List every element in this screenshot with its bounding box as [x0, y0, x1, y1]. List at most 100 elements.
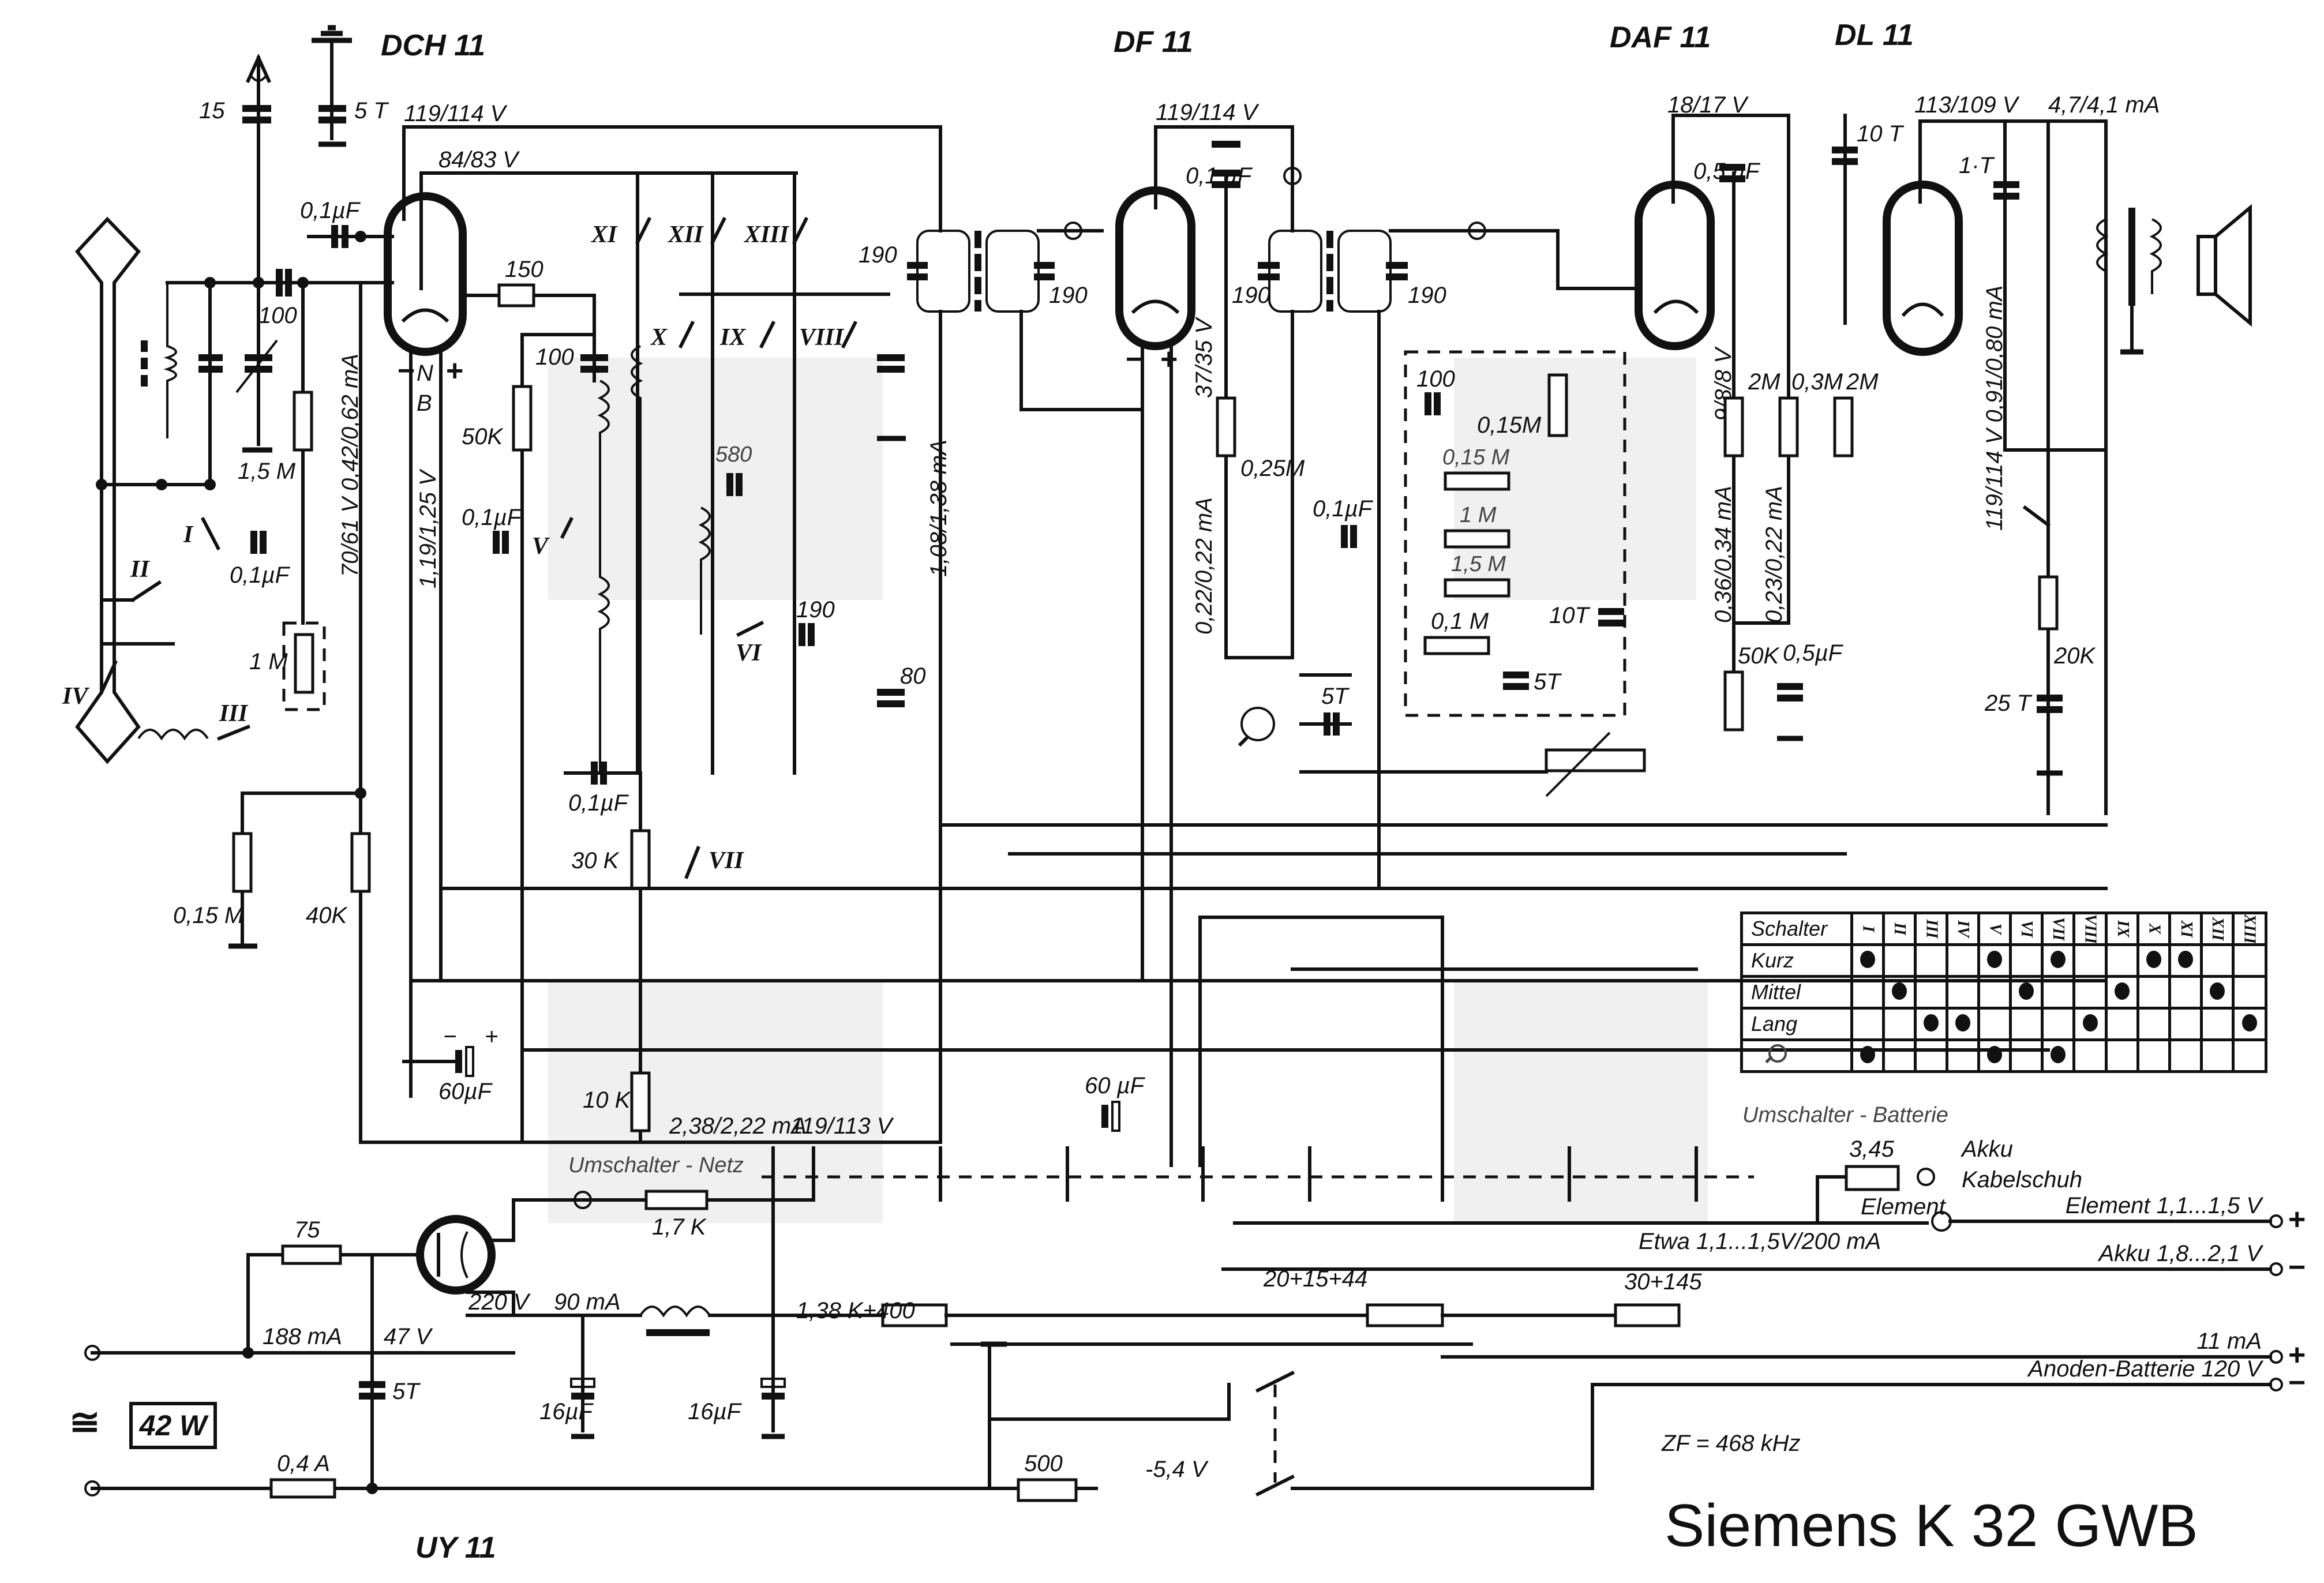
switch-cell — [2105, 975, 2140, 1010]
resistor-30-145 — [1614, 1303, 1681, 1327]
earth-cap-label: 5 T — [354, 98, 389, 123]
c-60uf-a-plus: + — [485, 1024, 498, 1049]
switch-cell — [2200, 943, 2235, 978]
switch-closed-dot — [2019, 982, 2034, 1000]
det-r01m-label: 0,1 M — [1431, 609, 1489, 634]
c-01-b-label: 0,1µF — [568, 790, 629, 816]
switch-cell — [1882, 1007, 1917, 1041]
daf-r50k-label: 50K — [1738, 643, 1780, 669]
svg-text:II: II — [130, 556, 150, 583]
battery-terminal — [2269, 1378, 2283, 1391]
svg-text:XII: XII — [667, 222, 704, 248]
switch-closed-dot — [1860, 950, 1875, 968]
volume-potentiometer — [1545, 748, 1646, 772]
switch-closed-dot — [2210, 982, 2225, 1000]
r-75-label: 75 — [294, 1217, 320, 1243]
dl-r20k-label: 20K — [2053, 643, 2096, 669]
antenna-cap-label: 15 — [199, 98, 225, 123]
switch-closed-dot — [2242, 1014, 2258, 1031]
switch-cell — [1850, 975, 1885, 1010]
pickup-input — [1238, 673, 1548, 774]
df-anode-voltage: 119/114 V — [1156, 100, 1260, 125]
terminal-polarity: − — [2288, 1366, 2305, 1400]
if2-cap2-label: 190 — [1408, 283, 1446, 308]
switch-cell — [1946, 1038, 1980, 1073]
switch-cell — [2232, 1007, 2267, 1041]
r-150-label: 150 — [505, 257, 543, 282]
det-r15m-label: 1,5 M — [1451, 552, 1506, 576]
switch-cell — [1850, 1038, 1885, 1073]
switch-XIII: XIII — [743, 171, 809, 775]
switch-VII: VII — [684, 846, 744, 879]
output-transformer — [2096, 208, 2162, 355]
switch-cell — [2072, 1038, 2108, 1073]
det-c01-label: 0,1µF — [1313, 496, 1374, 522]
switch-column-VII: VII — [2041, 911, 2075, 946]
switch-row-label: Mittel — [1740, 975, 1853, 1010]
resistor-det-1-5m — [1444, 578, 1510, 598]
df-plus: + — [1160, 343, 1177, 376]
switch-cell — [2009, 1007, 2044, 1041]
switch-cell — [1977, 1007, 2012, 1041]
svg-text:I: I — [183, 522, 194, 548]
c-5t-mains-label: 5T — [392, 1379, 421, 1404]
terminal-label: 11 mA — [2196, 1329, 2262, 1354]
switch-closed-dot — [2146, 950, 2162, 968]
fuse — [269, 1478, 336, 1499]
df-current: 0,22/0,22 mA — [1191, 497, 1217, 635]
r-0-25m-label: 0,25M — [1240, 456, 1305, 481]
dch-grid-current: 70/61 V 0,42/0,62 mA — [338, 354, 363, 577]
element-label: Element — [1861, 1194, 1947, 1220]
tube-df11 — [1115, 186, 1195, 350]
dch-anode-voltage: 119/114 V — [404, 101, 508, 126]
resistor-30k — [630, 829, 651, 890]
on-off-switch — [988, 1370, 1594, 1497]
switch-closed-dot — [2115, 982, 2130, 1000]
det-r015m-b-label: 0,15 M — [1442, 445, 1510, 470]
resistor-20-15-44 — [1366, 1303, 1444, 1327]
mains-current-label: 188 mA — [263, 1324, 342, 1349]
switch-III: III — [137, 700, 250, 741]
if-transformer-1 — [907, 125, 1055, 313]
dl-c10t-label: 10 T — [1857, 121, 1905, 147]
switch-cell — [2168, 1007, 2203, 1041]
resistor-10k — [630, 1071, 651, 1132]
r-1-38k-label: 1,38 K+400 — [796, 1298, 915, 1323]
rect-current-label: 90 mA — [554, 1289, 621, 1315]
switch-closed-dot — [1860, 1045, 1875, 1063]
dl-anode-voltage: 113/109 V — [1914, 92, 2020, 118]
switch-cell — [2009, 1038, 2044, 1073]
c-osc-100-label: 100 — [535, 344, 574, 370]
terminal-polarity: + — [2288, 1338, 2305, 1372]
battery-terminal — [2269, 1214, 2283, 1228]
watermark — [548, 358, 1708, 1223]
switch-II: II — [100, 556, 162, 603]
switch-cell — [2136, 975, 2172, 1010]
earth-symbol — [312, 25, 352, 147]
daf-cap-label: 0,5 µF — [1693, 159, 1761, 184]
switch-cell — [1914, 943, 1948, 978]
switch-row-label — [1740, 1038, 1853, 1073]
resistor-40k — [350, 832, 371, 893]
c-60uf-b-label: 60 µF — [1085, 1073, 1146, 1098]
resistor-det-0-15m-a — [1547, 373, 1568, 437]
power-rating: 42 W — [139, 1409, 207, 1442]
switch-cell — [2041, 975, 2075, 1010]
df-cap-label: 0,1 µF — [1186, 163, 1253, 189]
switch-cell — [1914, 1038, 1948, 1073]
switch-cell — [1977, 943, 2012, 978]
r-40k-label: 40K — [306, 903, 348, 928]
akku-label: Akku — [1961, 1136, 2013, 1162]
switch-closed-dot — [2082, 1014, 2098, 1031]
switch-cell — [2136, 1038, 2172, 1073]
resistor-1-7k — [644, 1190, 709, 1210]
switch-cell — [2232, 1038, 2267, 1073]
switch-VIII: VIII — [799, 320, 858, 351]
pickup-cap-label: 5T — [1321, 684, 1350, 709]
mains-terminal-2 — [84, 1480, 100, 1496]
r-50k-label: 50K — [462, 424, 504, 449]
tube-label-dl11: DL 11 — [1835, 18, 1914, 52]
switch-cell — [1946, 975, 1980, 1010]
tube-uy11 — [416, 1215, 496, 1295]
switch-XI: XI — [590, 171, 652, 775]
